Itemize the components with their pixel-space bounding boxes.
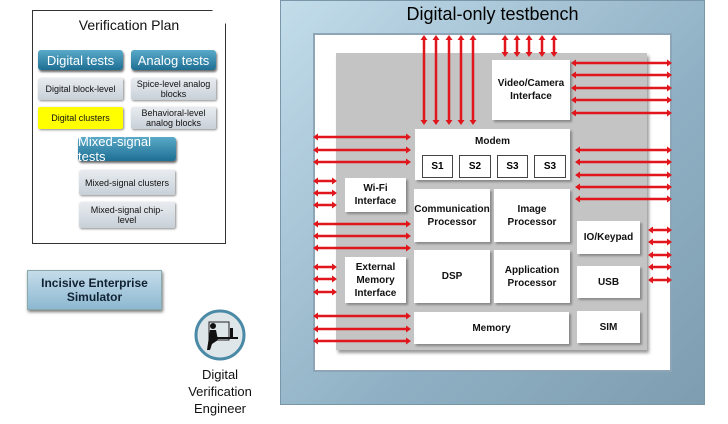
spice-level-analog-blocks: Spice-level analog blocks xyxy=(131,78,216,100)
modem-s3: S3 xyxy=(497,155,528,178)
modem-s1: S1 xyxy=(422,155,453,178)
digital-tests-header: Digital tests xyxy=(38,50,123,70)
incisive-enterprise-simulator: Incisive Enterprise Simulator xyxy=(27,270,162,310)
digital-block-level: Digital block-level xyxy=(38,78,123,100)
external-memory-interface: External Memory Interface xyxy=(345,257,406,303)
image-processor: Image Processor xyxy=(494,189,570,242)
behavioral-level-analog-blocks: Behavioral-level analog blocks xyxy=(131,107,216,129)
mixed-signal-chip-level: Mixed-signal chip-level xyxy=(79,202,175,228)
sim: SIM xyxy=(577,311,640,343)
application-processor: Application Processor xyxy=(494,250,570,303)
mixed-signal-clusters: Mixed-signal clusters xyxy=(79,170,175,195)
modem-s2: S2 xyxy=(459,155,491,178)
dsp: DSP xyxy=(414,250,490,303)
analog-tests-header: Analog tests xyxy=(131,50,216,70)
wifi-interface: Wi-Fi Interface xyxy=(345,178,406,212)
memory: Memory xyxy=(414,312,569,344)
engineer-at-computer-icon xyxy=(194,309,246,361)
engineer-label: Digital Verification Engineer xyxy=(188,367,252,416)
plan-title: Verification Plan xyxy=(78,17,180,33)
usb: USB xyxy=(577,266,640,298)
digital-clusters: Digital clusters xyxy=(38,107,123,129)
testbench-title: Digital-only testbench xyxy=(406,4,579,24)
io-keypad: IO/Keypad xyxy=(577,221,640,254)
modem-s3-second: S3 xyxy=(534,155,566,178)
mixed-signal-tests-header: Mixed-signal tests xyxy=(78,134,176,164)
video-camera-interface: Video/Camera Interface xyxy=(492,60,570,120)
communication-processor: Communication Processor xyxy=(414,189,490,242)
